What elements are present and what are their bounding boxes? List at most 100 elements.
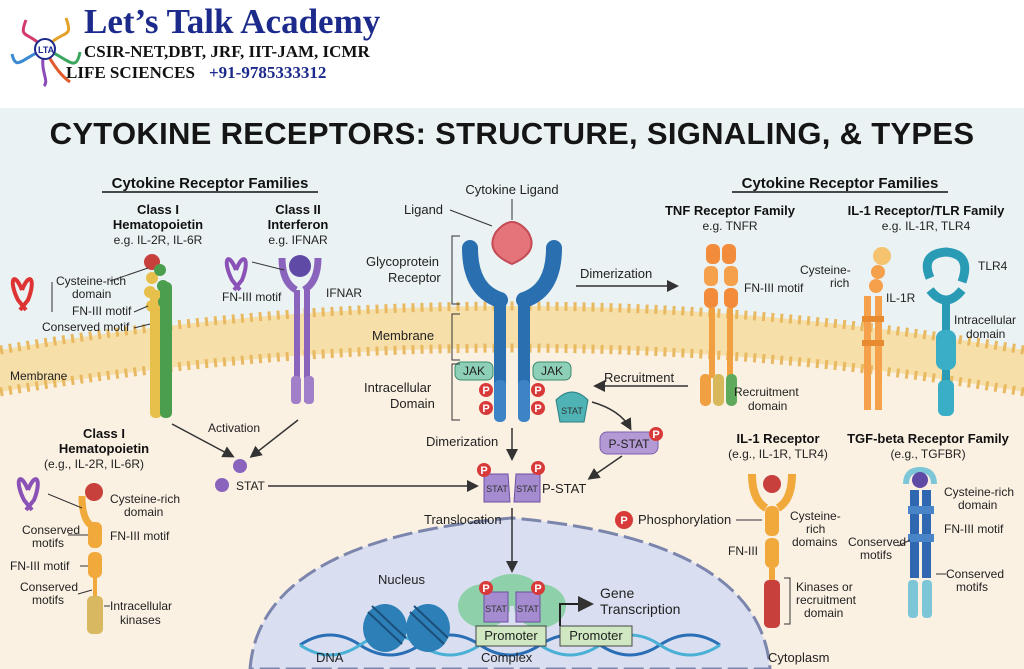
dimer-p-circle-1: [477, 463, 491, 477]
p-circle-2: [479, 401, 493, 415]
translocation-label: Translocation: [424, 512, 502, 527]
il1-name: IL-1 Receptor: [736, 431, 819, 446]
promoter-label-2: Promoter: [569, 628, 623, 643]
jak-stat-receptor: [462, 221, 562, 422]
pstat-p-circle: [649, 427, 663, 441]
class2-fn-leader: [251, 261, 285, 271]
tgf-cons3-label: Conserved: [946, 567, 1004, 581]
jak-box-right: [532, 361, 572, 381]
il1tlr-cys2-label: rich: [830, 276, 849, 290]
p-circle-4: [531, 401, 545, 415]
class1b-intra1-label: Intracellular: [110, 599, 172, 613]
class1-fn-label: FN-III motif: [72, 304, 132, 318]
svg-text:LTA: LTA: [38, 45, 55, 55]
cytokine-ligand-label: Cytokine Ligand: [465, 182, 558, 197]
tlr4-intra2-label: domain: [966, 327, 1005, 341]
stat-recruited: [555, 391, 589, 423]
tnf-example: e.g. TNFR: [702, 219, 757, 233]
class1-cys-leader: [109, 267, 149, 282]
gene-label-1: Gene: [600, 585, 634, 601]
complex-p-label-1: P: [482, 583, 489, 595]
class1-fn-leader: [133, 305, 149, 313]
glyco-label-2: Receptor: [388, 270, 441, 285]
stat-label: STAT: [236, 479, 266, 493]
class1b-cons1-label: Conserved: [22, 523, 80, 537]
tgf-cons4-label: motifs: [956, 580, 988, 594]
stat-to-pstat-curve: [591, 401, 632, 431]
il1-kin2-label: recruitment: [796, 593, 857, 607]
p-label-2: P: [482, 403, 489, 415]
jak-label-left: JAK: [463, 364, 485, 378]
p-circle-3: [531, 383, 545, 397]
activation-label: Activation: [208, 421, 260, 435]
promoter-box-2: [559, 625, 633, 647]
il1-cys3-label: domains: [792, 535, 837, 549]
class1-cons-label: Conserved motif: [42, 320, 130, 334]
tgf-name: TGF-beta Receptor Family: [847, 431, 1010, 446]
class2-ifnar-label: IFNAR: [326, 286, 362, 300]
class1-receptor: [144, 254, 172, 418]
phospho-legend-p: P: [620, 515, 627, 527]
class1b-fn1-label: FN-III motif: [110, 529, 170, 543]
pstat-dimer-label: P-STAT: [542, 481, 586, 496]
dna-label: DNA: [316, 650, 344, 665]
academy-phone: +91-9785333312: [208, 63, 327, 82]
class1b-domain-label: domain: [124, 505, 163, 519]
class2-name2: Interferon: [268, 217, 329, 232]
left-section-title: Cytokine Receptor Families: [112, 175, 309, 192]
stat-dot-1: [233, 459, 247, 473]
stat-dimer-label-1: STAT: [486, 484, 508, 494]
class1b-leader-1: [47, 493, 83, 509]
tnf-rec2-label: domain: [748, 399, 787, 413]
tlr4-intra1-label: Intracellular: [954, 313, 1016, 327]
p-label-3: P: [534, 385, 541, 397]
class1b-example: (e.g., IL-2R, IL-6R): [44, 457, 144, 471]
il1tlr-il1r-label: IL-1R: [886, 291, 916, 305]
tlr4-receptor: [922, 247, 970, 416]
class1-name2: Hematopoietin: [113, 217, 203, 232]
class1b-receptor: [78, 483, 103, 634]
p-circle-1: [479, 383, 493, 397]
dimer-p-circle-2: [531, 461, 545, 475]
ribbon-purple-icon-2: [16, 477, 40, 512]
class1b-cons3-label: Conserved: [20, 580, 78, 594]
glyco-bracket: [451, 235, 460, 305]
stat-recruited-label: STAT: [561, 406, 583, 416]
academy-exams: CSIR-NET,DBT, JRF, IIT-JAM, ICMR: [84, 42, 370, 61]
tnf-receptor: [700, 244, 738, 406]
il1-example: (e.g., IL-1R, TLR4): [728, 447, 828, 461]
promoter-label-1: Promoter: [484, 628, 538, 643]
right-section-title: Cytokine Receptor Families: [742, 175, 939, 192]
il1r-receptor: [862, 247, 891, 410]
stat-dimer: [483, 473, 541, 503]
phospho-legend-label: Phosphorylation: [638, 512, 731, 527]
academy-subject: LIFE SCIENCES+91-9785333312: [66, 63, 326, 83]
tnf-rec1-label: Recruitment: [734, 385, 799, 399]
tgf-cons-leader: [897, 539, 911, 547]
class2-fn-label: FN-III motif: [222, 290, 282, 304]
class1b-leader-4: [77, 589, 93, 595]
cytokine-diagram: Cytokine Receptor Families Class I Hemat…: [0, 108, 1024, 669]
pstat-to-dimer-arrow: [587, 455, 623, 480]
dimer-p-label-1: P: [480, 465, 487, 477]
cytoplasm-label: Cytoplasm: [768, 650, 829, 665]
membrane-bracket: [451, 313, 460, 361]
il1tlr-cys1-label: Cysteine-: [800, 263, 851, 277]
dna-strand: [299, 604, 721, 657]
dimer-p-label-2: P: [534, 463, 541, 475]
tgf-fn-label: FN-III motif: [944, 522, 1004, 536]
tnf-fn-label: FN-III motif: [744, 281, 804, 295]
ligand-leader: [449, 209, 493, 227]
academy-header: LTA Let’s Talk Academy CSIR-NET,DBT, JRF…: [0, 0, 1024, 108]
class1b-fn2-label: FN-III motif: [10, 559, 70, 573]
tgf-cys2-label: domain: [958, 498, 997, 512]
promoter-box-1: [475, 625, 547, 647]
complex-stat-label-1: STAT: [485, 604, 507, 614]
pstat-box: [599, 431, 659, 455]
dimerization-label-down: Dimerization: [426, 434, 498, 449]
tnf-name: TNF Receptor Family: [665, 203, 796, 218]
ligand-label: Ligand: [404, 202, 443, 217]
transcription-complex: [458, 574, 566, 628]
class1-example: e.g. IL-2R, IL-6R: [114, 233, 203, 247]
